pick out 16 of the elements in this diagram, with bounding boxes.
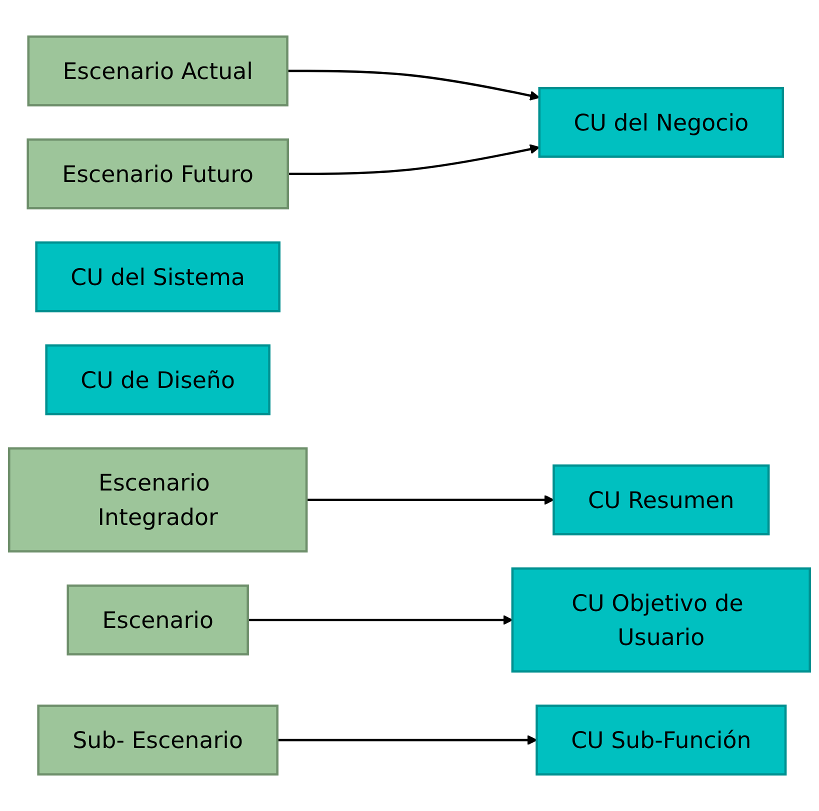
arrow [277, 735, 538, 746]
arrow [248, 614, 513, 625]
node-box: CU Sub-Función [536, 704, 787, 776]
node-box: CU del Negocio [538, 86, 784, 158]
node-box: Escenario Actual [27, 35, 288, 106]
node-box: Escenario Integrador [8, 447, 308, 552]
node-box: Escenario [66, 584, 249, 656]
node-box: Sub- Escenario [37, 704, 278, 776]
node-box: CU del Sistema [35, 241, 280, 312]
node-box: CU de Diseño [45, 344, 270, 416]
arrow [288, 144, 540, 176]
node-box: CU Resumen [552, 464, 770, 536]
node-box: Escenario Futuro [26, 138, 289, 210]
arrow [306, 494, 554, 505]
node-box: CU Objetivo de Usuario [511, 567, 811, 673]
arrow [287, 70, 540, 101]
